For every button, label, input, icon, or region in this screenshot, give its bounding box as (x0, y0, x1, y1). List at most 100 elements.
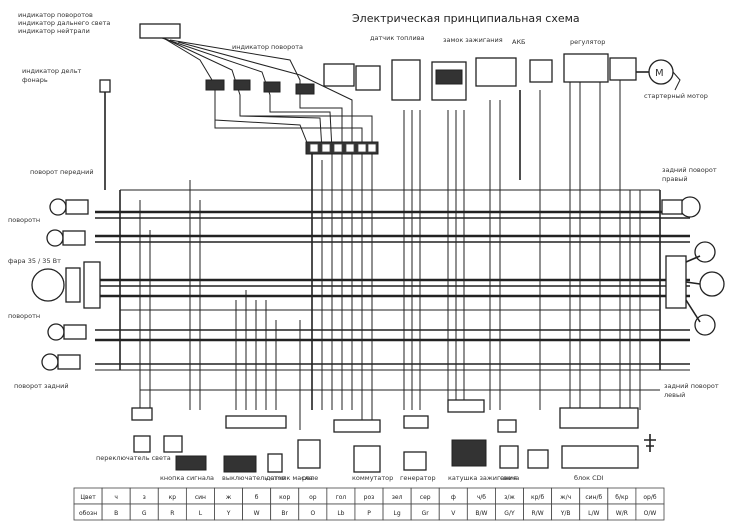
oil-sensor (267, 453, 283, 473)
ignition-switch-block (435, 69, 463, 85)
legend-cell-text: син (195, 494, 206, 501)
legend-cell-text: Lg (394, 510, 401, 517)
legend-cell-text: кр (169, 494, 177, 501)
label-top-left-2: индикатор дальнего света (18, 19, 110, 27)
legend-cell-text: б (255, 494, 259, 501)
bottom-label-3: выключатель стоп (222, 474, 286, 482)
rear-left-turn-lamp-2 (41, 353, 59, 371)
legend-cell-text: B/W (475, 510, 487, 517)
rear-left-turn-socket-2 (57, 354, 81, 370)
label-indicator-center: индикатор поворота (232, 43, 303, 51)
right-front-turn-lamp (679, 196, 701, 218)
label-top-left-1: индикатор поворотов (18, 11, 93, 19)
bottom-label-10: блок CDI (574, 474, 604, 482)
legend-cell-text: кр/б (531, 494, 544, 501)
bottom-label-6: коммутатор (352, 474, 393, 482)
legend-cell (635, 503, 665, 521)
legend-cell-text: W (254, 510, 260, 517)
bottom-label-7: генератор (400, 474, 436, 482)
right-front-turn-socket (661, 199, 683, 215)
tail-lamp-2 (699, 271, 725, 297)
legend-cell-text: Lb (337, 510, 344, 517)
legend-cell-text: P (367, 510, 371, 517)
label-ignition: замок зажигания (443, 36, 503, 44)
legend-cell-text: Y (226, 510, 231, 517)
legend-cell-text: ж (226, 494, 232, 501)
legend-cell-text: Gr (422, 510, 430, 517)
legend-cell-text: обозн (79, 510, 97, 517)
label-starter-motor: стартерный мотор (644, 92, 708, 100)
label-indicator-1: индикатор дельт (22, 67, 82, 75)
legend-cell-text: L/W (588, 510, 599, 517)
legend-cell-text: Br (281, 510, 288, 517)
legend-cell-text: син/б (585, 494, 602, 501)
headlight-socket (65, 267, 81, 303)
label-battery: АКБ (512, 38, 526, 46)
bottom-label-2: кнопка сигнала (160, 474, 214, 482)
tail-lamp-1 (694, 241, 716, 263)
headlight-connector (83, 261, 101, 309)
main-harness-horizontal (95, 189, 690, 391)
left-turn-lamp-2 (46, 229, 64, 247)
bottom-components (131, 399, 656, 473)
label-left-turn-2: поворотн (8, 312, 40, 320)
legend-cell-text: ж/ч (560, 494, 571, 501)
handlebar-switch (175, 455, 207, 471)
left-turn-socket-2 (62, 230, 86, 246)
legend-cell-text: Цвет (80, 494, 96, 501)
connector-c (263, 81, 281, 93)
bottom-label-1: переключатель света (96, 454, 171, 462)
central-connector (305, 141, 379, 155)
legend-cell-text: O/W (644, 510, 657, 517)
legend-cell-text: сер (420, 494, 431, 501)
label-tail-right-top-1: задний поворот (662, 166, 717, 174)
bottom-label-8: катушка зажигания (448, 474, 517, 482)
generator (403, 451, 427, 471)
legend-cell-text: B (114, 510, 118, 517)
stop-switch (223, 455, 257, 473)
left-indicator-lamp (99, 79, 111, 93)
sensor-small (527, 449, 549, 469)
starter-motor-symbol: M (655, 68, 664, 79)
spark-plug (499, 445, 519, 469)
light-switch (133, 435, 151, 453)
connector-d (295, 83, 315, 95)
bottom-labels: переключатель света кнопка сигнала выклю… (96, 454, 604, 482)
label-tail-right-bottom-2: левый (664, 391, 685, 399)
legend-cell-text: роз (364, 494, 375, 501)
legend-cell-text: Y/B (560, 510, 571, 517)
label-regulator: регулятор (570, 38, 605, 46)
commutator (353, 445, 381, 473)
connector-b (233, 79, 251, 91)
label-turn-left-rear: поворот задний (14, 382, 69, 390)
rectifier (563, 53, 609, 83)
legend-cell-text: G/Y (504, 510, 515, 517)
label-tail-right-bottom-1: задний поворот (664, 382, 719, 390)
legend-cell-text: кор (279, 494, 290, 501)
tail-lamp-3 (694, 314, 716, 336)
legend-cell-text: W/R (616, 510, 628, 517)
fuse-box (323, 63, 355, 87)
label-headlight: фара 35 / 35 Вт (8, 257, 61, 265)
relay (355, 65, 381, 91)
legend-cell-text: O (310, 510, 315, 517)
front-left-turn-socket (65, 199, 89, 215)
cdi-unit (561, 445, 639, 469)
legend-cell-text: гол (336, 494, 347, 501)
top-components: M (139, 23, 681, 101)
taillight-connector (665, 255, 687, 309)
right-lamps (661, 196, 725, 336)
legend-cell-text: з (143, 494, 146, 501)
legend-cell-text: V (451, 510, 456, 517)
rear-left-turn-socket-1 (63, 324, 87, 340)
starter-relay (609, 57, 637, 81)
left-lamps (31, 79, 111, 371)
label-tail-right-top-2: правый (662, 175, 688, 183)
legend-cell-text: б/кр (615, 494, 628, 501)
bottom-label-4: датчик масла (266, 474, 313, 482)
bottom-label-9: свеча (500, 474, 519, 482)
label-turn-left-front: поворот передний (30, 168, 94, 176)
bottom-label-5: реле (302, 474, 318, 482)
instrument-cluster-connector (139, 23, 181, 39)
